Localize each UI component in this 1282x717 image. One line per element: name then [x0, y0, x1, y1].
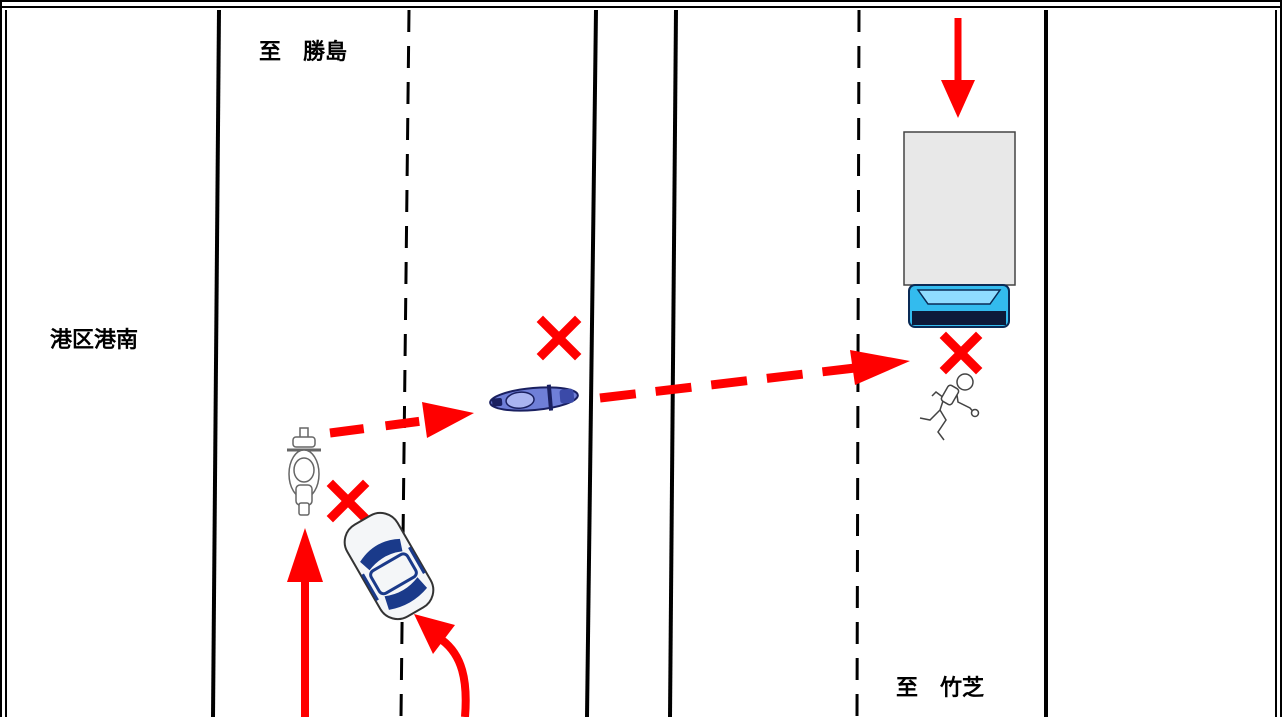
collision-mark-2 — [939, 331, 983, 375]
center-line-right — [668, 9, 678, 717]
location-label: 港区港南 — [50, 328, 139, 353]
car-turn-arrow — [414, 614, 470, 717]
center-line-left — [585, 9, 598, 717]
blue-motorcycle — [489, 384, 579, 412]
car — [343, 511, 435, 621]
white-motorcycle — [287, 427, 321, 516]
direction-label-north: 至 勝島 — [259, 40, 348, 65]
collision-marks — [326, 315, 983, 523]
motorcycle-approach-arrow — [287, 528, 323, 717]
lane-lines — [211, 9, 1048, 717]
right-dashed-line — [855, 9, 861, 717]
collision-mark-1 — [536, 315, 582, 361]
direction-label-south: 至 竹芝 — [896, 676, 985, 701]
truck — [903, 131, 1016, 328]
trajectory-arrows — [329, 350, 910, 438]
collision-mark-3 — [326, 479, 370, 523]
left-edge-line — [211, 9, 221, 717]
motorcycle-trajectory-2 — [599, 350, 910, 403]
truck-arrow — [941, 18, 975, 118]
motorcycle-trajectory-1 — [329, 402, 474, 438]
movement-arrows — [287, 18, 975, 717]
pedestrian — [919, 373, 980, 441]
